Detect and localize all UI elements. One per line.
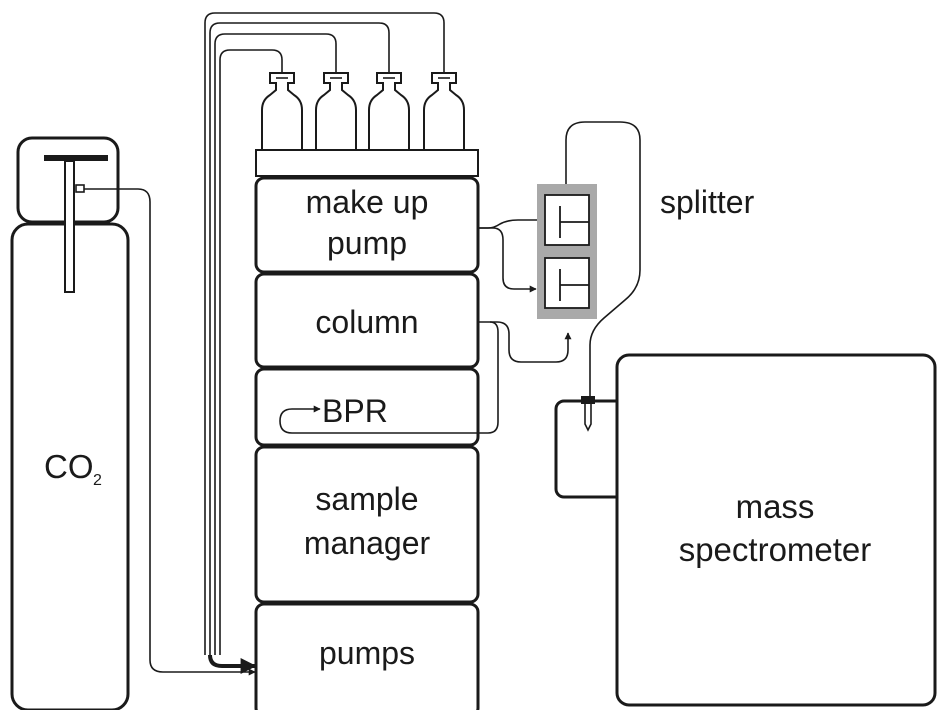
solvent-line-4 xyxy=(204,12,445,655)
mass-spectrometer: mass spectrometer xyxy=(554,353,937,707)
solvent-bundle-to-pumps xyxy=(208,654,257,674)
bpr-module xyxy=(254,367,480,447)
splitter-label: splitter xyxy=(660,184,755,220)
sample-manager-label-2: manager xyxy=(304,525,431,561)
makeup-to-splitter-line xyxy=(478,227,537,293)
pumps-module xyxy=(254,602,480,710)
solvent-line-3 xyxy=(209,22,390,655)
esi-probe-fitting xyxy=(581,396,595,404)
solvent-bottle-2 xyxy=(315,72,357,151)
solvent-bottles xyxy=(261,72,465,151)
co2-to-pumps-line xyxy=(84,188,256,676)
splitter-to-ms-line xyxy=(565,121,641,396)
instrument-stack: make up pump column BPR sample manager p… xyxy=(254,149,480,710)
co2-dip-tube xyxy=(64,160,75,293)
sample-manager-label-1: sample xyxy=(315,481,418,517)
mass-spectrometer-body xyxy=(615,353,937,707)
solvent-tray xyxy=(255,149,479,177)
co2-subscript: 2 xyxy=(93,472,102,489)
co2-outlet-port xyxy=(75,184,85,193)
splitter xyxy=(537,184,597,319)
column-label: column xyxy=(315,304,418,340)
solvent-bottle-1 xyxy=(261,72,303,151)
solvent-line-1 xyxy=(219,49,283,655)
bpr-flow-line xyxy=(279,321,499,434)
makeup-to-splitter-upper-line xyxy=(478,219,546,229)
makeup-pump-module xyxy=(254,176,480,274)
bpr-label: BPR xyxy=(322,393,388,429)
sample-manager-module xyxy=(254,445,480,604)
makeup-pump-label-2: pump xyxy=(327,225,407,261)
pumps-label: pumps xyxy=(319,635,415,671)
solvent-bottle-3 xyxy=(368,72,410,151)
co2-label: CO xyxy=(44,448,94,485)
ms-label-2: spectrometer xyxy=(679,531,872,568)
ms-label-1: mass xyxy=(736,488,815,525)
splitter-cell-upper xyxy=(544,194,590,246)
esi-probe-tip xyxy=(584,404,592,432)
solvent-bottle-4 xyxy=(423,72,465,151)
column-module xyxy=(254,272,480,369)
column-to-splitter-line xyxy=(478,321,572,363)
solvent-line-2 xyxy=(214,33,337,655)
co2-cylinder: CO 2 xyxy=(10,136,130,710)
splitter-cell-lower xyxy=(544,257,590,309)
makeup-pump-label-1: make up xyxy=(306,184,429,220)
